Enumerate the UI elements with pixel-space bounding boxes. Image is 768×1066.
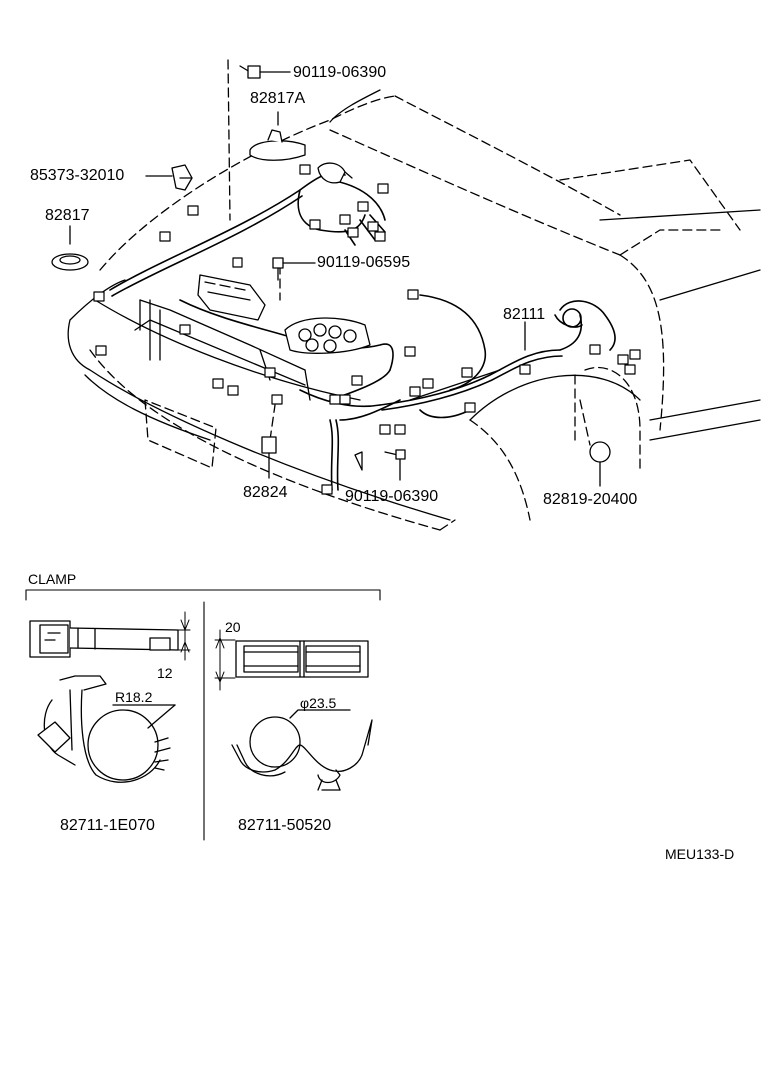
engine-module: [284, 317, 371, 354]
clamp-right-dim-diameter: φ23.5: [300, 695, 337, 711]
clamp-left-front-view: [37, 675, 176, 783]
clamp-section-title: CLAMP: [28, 571, 77, 587]
part-label-cover-top: 82817A: [250, 90, 306, 107]
part-label-plug-right: 82819-20400: [543, 491, 638, 508]
figure-code: MEU133-D: [665, 846, 735, 862]
clamp-left-side-view: [29, 620, 179, 658]
clamp-left-part-number: 82711-1E070: [60, 817, 155, 834]
clamp-left-dim-height: 12: [157, 665, 173, 681]
grommet-82817-icon: [51, 225, 89, 271]
bolt-bottom-icon: [354, 449, 406, 481]
top-sensor: [317, 162, 353, 184]
cover-leader: [329, 89, 381, 123]
clamp-right-dim-height: 20: [225, 619, 241, 635]
relay-82824-icon: [261, 436, 277, 479]
clamp-left-dimension: [169, 611, 191, 661]
connector-blocks: [93, 164, 641, 495]
cover-82817a-icon: [249, 111, 306, 161]
clamp-right-side-view: [235, 640, 369, 678]
car-body-outline: [89, 59, 741, 531]
part-label-grommet-left: 82817: [45, 207, 90, 224]
part-label-harness: 82111: [503, 306, 546, 323]
part-label-relay: 82824: [243, 484, 288, 501]
part-label-bolt-bottom: 90119-06390: [345, 488, 439, 505]
part-label-clip-left: 85373-32010: [30, 167, 125, 184]
clamp-right-dimension: [214, 629, 236, 691]
bolt-mid-icon: [272, 257, 316, 281]
clamp-right-front-view: [231, 709, 373, 791]
clamp-right-part-number: 82711-50520: [238, 817, 332, 834]
part-label-bolt-mid: 90119-06595: [317, 254, 411, 271]
clamp-left-dim-radius: R18.2: [115, 689, 153, 705]
part-label-bolt-top: 90119-06390: [293, 64, 387, 81]
clamp-frame: [25, 589, 381, 841]
car-body-solid: [67, 209, 761, 521]
clip-85373-icon: [145, 164, 193, 191]
fuse-block: [197, 274, 266, 321]
bolt-top-icon: [239, 65, 291, 79]
plug-82819-icon: [589, 441, 611, 487]
